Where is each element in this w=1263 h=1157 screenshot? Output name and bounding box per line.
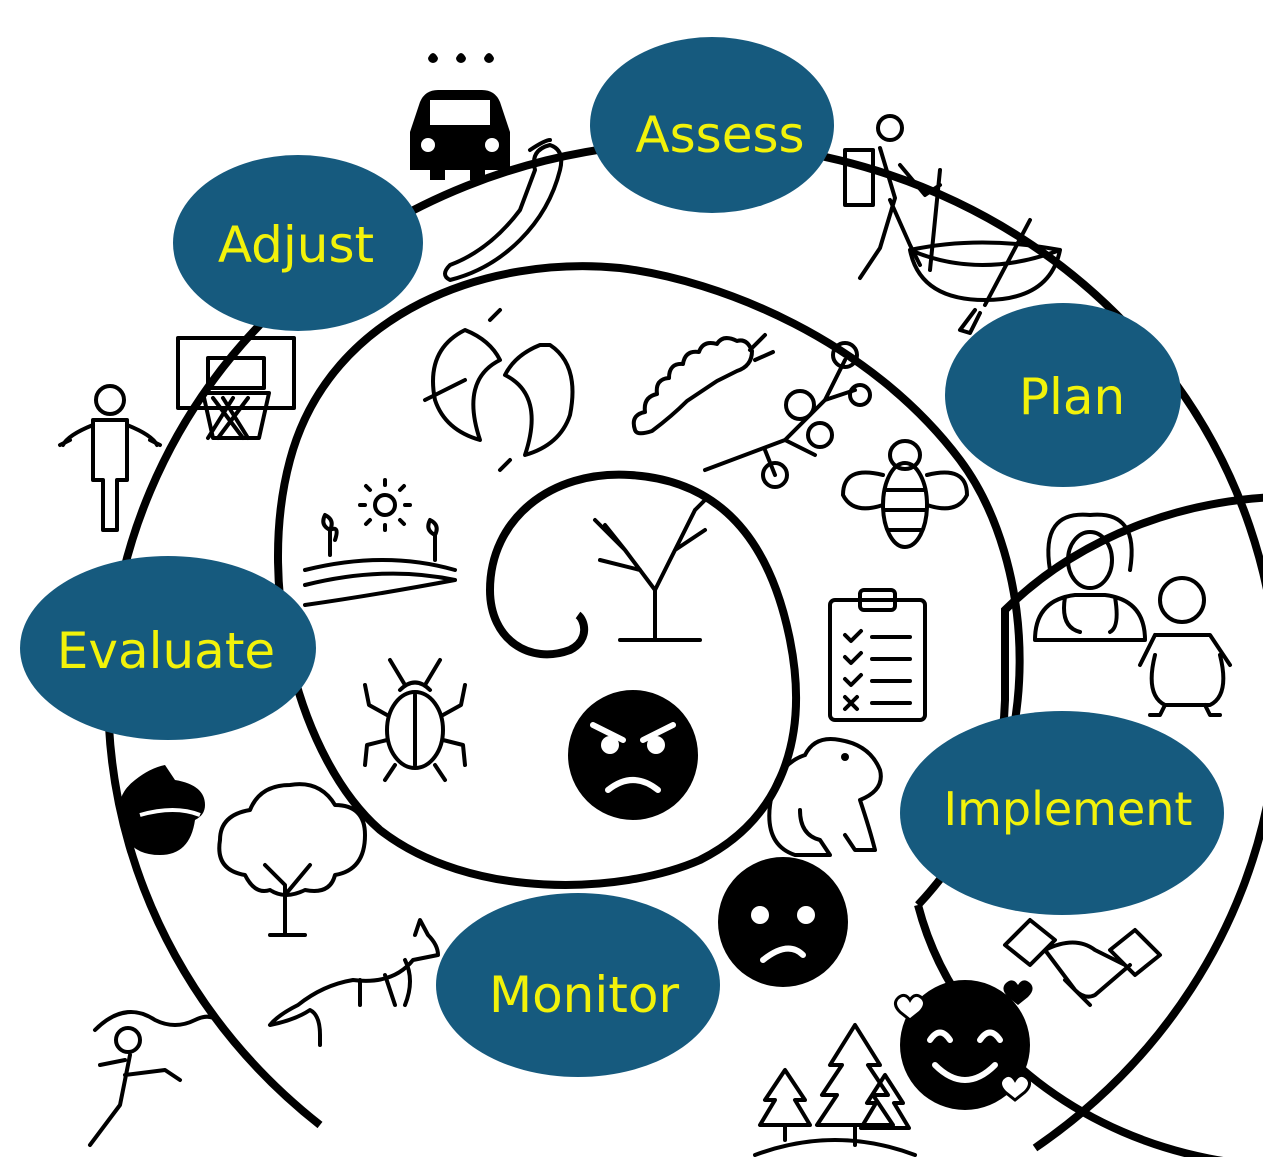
acorn-icon xyxy=(119,765,205,855)
chili-pepper-icon xyxy=(443,138,564,282)
stage-monitor: Monitor xyxy=(436,893,720,1077)
frog-icon xyxy=(767,737,883,857)
love-face-icon xyxy=(893,980,1033,1110)
stage-adjust: Adjust xyxy=(173,155,423,331)
stage-evaluate-label: Evaluate xyxy=(57,622,275,680)
angry-face-icon xyxy=(568,690,698,820)
beetle-icon xyxy=(363,658,467,782)
shrugging-person-icon xyxy=(58,384,162,532)
hiker-icon xyxy=(843,114,942,280)
caterpillar-icon xyxy=(631,333,775,436)
doctor-icon xyxy=(1033,512,1147,642)
tree-icon xyxy=(217,782,367,937)
middle-spiral-arc xyxy=(914,493,1263,1157)
stage-evaluate: Evaluate xyxy=(20,556,316,740)
stage-monitor-label: Monitor xyxy=(489,966,680,1024)
bee-icon xyxy=(841,439,969,549)
stage-adjust-label: Adjust xyxy=(218,216,374,274)
basketball-hoop-icon xyxy=(176,336,296,440)
clipboard-checklist-icon xyxy=(828,588,927,722)
dancer-icon xyxy=(88,1010,227,1147)
handshake-icon xyxy=(1003,918,1162,1007)
canoe-icon xyxy=(908,218,1062,335)
baby-icon xyxy=(1138,576,1232,717)
bare-tree-icon xyxy=(593,498,707,642)
stage-plan: Plan xyxy=(945,303,1181,487)
car-rain-icon xyxy=(410,53,510,180)
stage-plan-label: Plan xyxy=(1019,368,1125,426)
sad-face-icon xyxy=(718,857,848,987)
stage-implement-label: Implement xyxy=(944,782,1193,836)
inner-spiral-line xyxy=(273,262,1024,889)
stage-assess-label: Assess xyxy=(635,106,804,164)
fox-icon xyxy=(268,918,440,1047)
sun-fields-icon xyxy=(303,478,457,607)
stage-implement: Implement xyxy=(900,711,1224,915)
blossom-branch-icon xyxy=(703,341,872,489)
forest-icon xyxy=(753,1023,917,1157)
stage-assess: Assess xyxy=(590,37,834,213)
fish-pair-icon xyxy=(423,308,575,472)
